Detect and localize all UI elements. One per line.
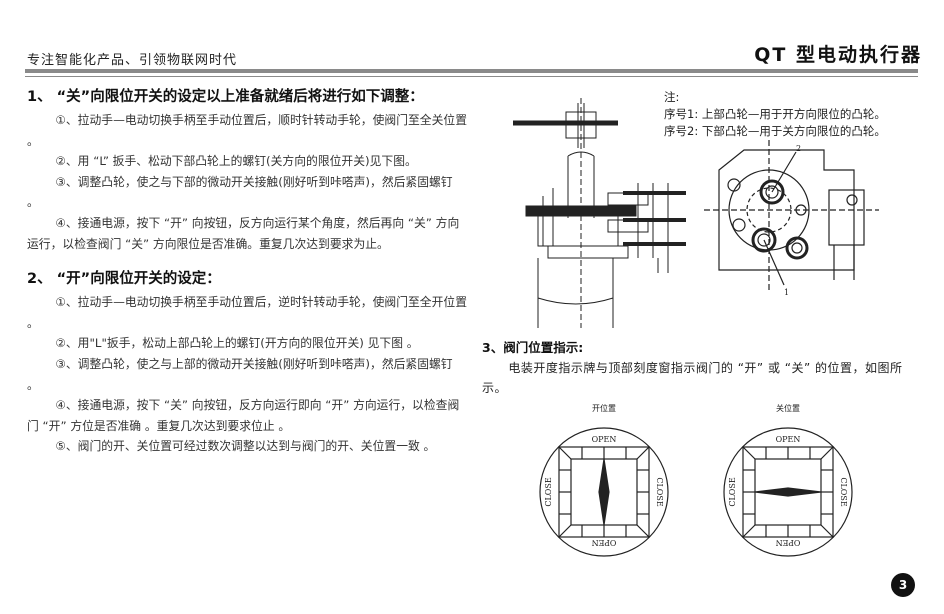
section3: 3、阀门位置指示: 电装开度指示牌与顶部刻度窗指示阀门的 “开” 或 “关” 的… [482, 338, 918, 398]
section1-paragraph: ③、调整凸轮，使之与下部的微动开关接触(刚好听到咔嗒声)，然后紧固螺钉 。 [27, 174, 453, 210]
section2-title: 2、 “开”向限位开关的设定： [27, 271, 221, 288]
indicator-label-left: CLOSE [544, 477, 553, 506]
note-item: 序号2: 下部凸轮—用于关方向限位的凸轮。 [664, 124, 886, 138]
section1-paragraph: ②、用 “L” 扳手、松动下部凸轮上的螺钉(关方向的限位开关)见下图。 [55, 154, 417, 169]
page-number-badge: 3 [891, 573, 915, 597]
indicator-label-right: CLOSE [655, 477, 664, 506]
indicator-label-left: CLOSE [728, 477, 737, 506]
header-divider-thick [25, 69, 918, 73]
callout-1: 1 [784, 288, 789, 297]
actuator-side-view-drawing [513, 98, 686, 328]
left-column: 1、 “关”向限位开关的设定以上准备就绪后将进行如下调整： ①、拉动手—电动切换… [27, 86, 467, 457]
section2-paragraph: ③、调整凸轮，使之与上部的微动开关接触(刚好听到咔嗒声)，然后紧固螺钉 。 [27, 356, 453, 392]
section3-body: 电装开度指示牌与顶部刻度窗指示阀门的 “开” 或 “关” 的位置，如图所示。 [482, 361, 903, 395]
notes-label: 注: [664, 90, 680, 104]
header-tagline: 专注智能化产品、引领物联网时代 [27, 53, 238, 68]
section1-paragraph: ④、接通电源，按下 “开” 向按钮，反方向运行某个角度，然后再向 “关” 方向运… [27, 215, 460, 251]
section2-paragraph: ①、拉动手—电动切换手柄至手动位置后，逆时针转动手轮，使阀门至全开位置 。 [27, 295, 467, 330]
section2-paragraph: ⑤、阀门的开、关位置可经过数次调整以达到与阀门的开、关位置一致 。 [55, 439, 436, 454]
section1-title: 1、 “关”向限位开关的设定以上准备就绪后将进行如下调整： [27, 89, 424, 105]
section1-paragraph: ①、拉动手—电动切换手柄至手动位置后，顺时针转动手轮，使阀门至全关位置 。 [27, 113, 467, 148]
section3-title: 3、阀门位置指示: [482, 340, 584, 355]
indicator-label-top: OPEN [592, 435, 617, 444]
indicator-caption: 关位置 [776, 403, 800, 413]
header-divider-thin [25, 76, 918, 77]
note-item: 序号1: 上部凸轮—用于开方向限位的凸轮。 [664, 107, 886, 121]
indicator-label-bottom: OPEN [592, 538, 617, 547]
header-product-title: QT 型电动执行器 [754, 44, 922, 66]
indicator-caption: 开位置 [592, 403, 616, 413]
indicator-label-bottom: OPEN [776, 538, 801, 547]
indicator-label-top: OPEN [776, 435, 801, 444]
figure-notes: 注: 序号1: 上部凸轮—用于开方向限位的凸轮。 序号2: 下部凸轮—用于关方向… [664, 89, 886, 140]
indicator-label-right: CLOSE [839, 477, 848, 506]
callout-2: 2 [796, 144, 801, 153]
indicator-open-position: 开位置 OPEN OPEN CLOSE CLOSE [539, 403, 669, 557]
section2-paragraph: ②、用"L"扳手，松动上部凸轮上的螺钉(开方向的限位开关) 见下图 。 [55, 336, 419, 351]
section2-paragraph: ④、接通电源，按下 “关” 向按钮，反方向运行即向 “开” 方向运行，以检查阀门… [27, 398, 460, 433]
indicator-closed-position: 关位置 OPEN OPEN CLOSE CLOSE [723, 403, 853, 557]
cam-plan-view-drawing: 2 1 [704, 140, 879, 297]
